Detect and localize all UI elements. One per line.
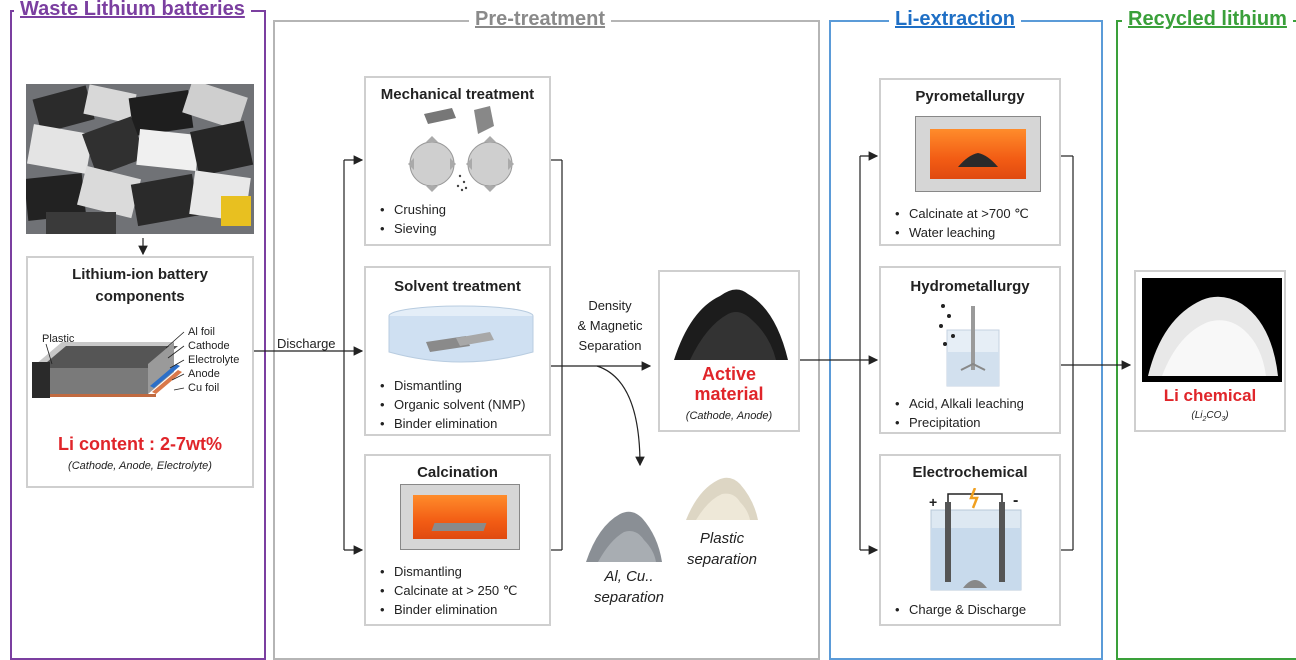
section-extraction: Li-extraction [829,8,1103,660]
calcination-bullet: Dismantling [380,562,517,581]
white-powder-pile [686,477,758,520]
electrochemical-cell-illustration [930,488,1022,591]
li-chemical-photo [1142,278,1282,382]
pyro-title: Pyrometallurgy [915,88,1025,105]
pyro-bullet: Water leaching [895,223,1029,242]
mechanical-title: Mechanical treatment [380,86,535,103]
separation-line1: Density [588,298,632,313]
mechanical-bullets: Crushing Sieving [380,200,446,238]
formula-sub2: 3 [1221,416,1226,423]
section-title-recycled: Recycled lithium [1122,8,1293,32]
formula-sub1: 2 [1202,416,1207,423]
alcu-label: Al, Cu.. separation [584,566,674,608]
electro-title: Electrochemical [912,464,1028,481]
section-title-waste: Waste Lithium batteries [14,0,251,22]
formula-li: Li [1194,410,1203,421]
electro-box: Electrochemical + - Charge & Discharge [879,454,1061,626]
arrow-to-alcu [596,365,645,467]
section-title-extraction: Li-extraction [889,8,1022,32]
calcination-box: Calcination Dismantling Calcinate at > 2… [364,454,551,626]
li-content: Li content : 2-7wt% [57,434,222,454]
plastic-label: Plastic [42,333,75,345]
layer-label-electrolyte: Electrolyte [188,354,240,366]
solvent-bullet: Binder elimination [380,414,525,433]
hydro-bullet: Precipitation [895,413,1024,432]
separation-line3: Separation [578,338,642,353]
white-powder-illustration [1148,296,1278,376]
li-chemical-title: Li chemical [1163,386,1257,405]
hydro-bullet: Acid, Alkali leaching [895,394,1024,413]
alcu-line2: separation [593,589,665,606]
solvent-bath-illustration [388,305,534,363]
pyro-box: Pyrometallurgy Calcinate at >700 ℃ Water… [879,78,1061,246]
calcination-bullets: Dismantling Calcinate at > 250 ℃ Binder … [380,562,517,619]
separation-line2: & Magnetic [577,318,643,333]
li-chemical-formula: (Li2CO3) [1191,410,1229,423]
electro-bullets: Charge & Discharge [895,600,1026,619]
li-content-sub: (Cathode, Anode, Electrolyte) [68,460,212,472]
active-line2: material [694,384,764,404]
solvent-box: Solvent treatment Dismantling Organic so… [364,266,551,436]
solvent-bullet: Dismantling [380,376,525,395]
electro-bullet: Charge & Discharge [895,600,1026,619]
hydro-bullets: Acid, Alkali leaching Precipitation [895,394,1024,432]
separation-label: Density & Magnetic Separation [570,296,650,356]
hydro-box: Hydrometallurgy Acid, Alkali leaching Pr… [879,266,1061,434]
section-title-pretreatment: Pre-treatment [469,8,612,32]
calcination-bullet: Binder elimination [380,600,517,619]
crusher-illustration [408,106,514,192]
formula-co: CO [1206,410,1222,421]
electro-minus: - [1013,492,1019,509]
gray-powder-pile [586,511,662,562]
layer-label-anode: Anode [188,368,220,380]
battery-photo [26,84,254,234]
calcination-bullet: Calcinate at > 250 ℃ [380,581,517,600]
beaker-illustration [939,304,1000,387]
section-waste: Waste Lithium batteries [10,0,266,660]
layer-label-al-foil: Al foil [188,326,215,338]
components-title: Lithium-ion battery components [72,266,208,305]
pyro-furnace [915,116,1041,192]
hydro-title: Hydrometallurgy [910,278,1030,295]
mechanical-bullet: Sieving [380,219,446,238]
electro-plus: + [929,494,938,510]
mechanical-bullet: Crushing [380,200,446,219]
solvent-bullets: Dismantling Organic solvent (NMP) Binder… [380,376,525,433]
active-line1: Active [701,364,757,384]
active-sub: (Cathode, Anode) [685,410,773,422]
black-powder-pile [674,289,788,360]
calcination-furnace [400,484,520,550]
active-material-box: Active material (Cathode, Anode) [658,270,800,432]
pyro-bullet: Calcinate at >700 ℃ [895,204,1029,223]
solvent-bullet: Organic solvent (NMP) [380,395,525,414]
alcu-line1: Al, Cu.. [604,568,654,585]
plastic-sep-label: Plastic separation [676,528,768,570]
plastic-sep-line1: Plastic [699,530,745,547]
calcination-title: Calcination [417,464,498,481]
mechanical-box: Mechanical treatment Crushing Sieving [364,76,551,246]
layer-label-cathode: Cathode [188,340,230,352]
li-chemical-box: Li chemical (Li2CO3) [1134,270,1286,432]
layer-label-cu-foil: Cu foil [188,382,220,394]
section-recycled: Recycled lithium [1116,8,1296,660]
pyro-bullets: Calcinate at >700 ℃ Water leaching [895,204,1029,242]
plastic-sep-line2: separation [686,551,758,568]
components-box: Lithium-ion battery components Plastic A… [26,256,254,488]
battery-layers-illustration [32,331,185,398]
discharge-label: Discharge [277,336,336,351]
solvent-title: Solvent treatment [394,278,521,295]
